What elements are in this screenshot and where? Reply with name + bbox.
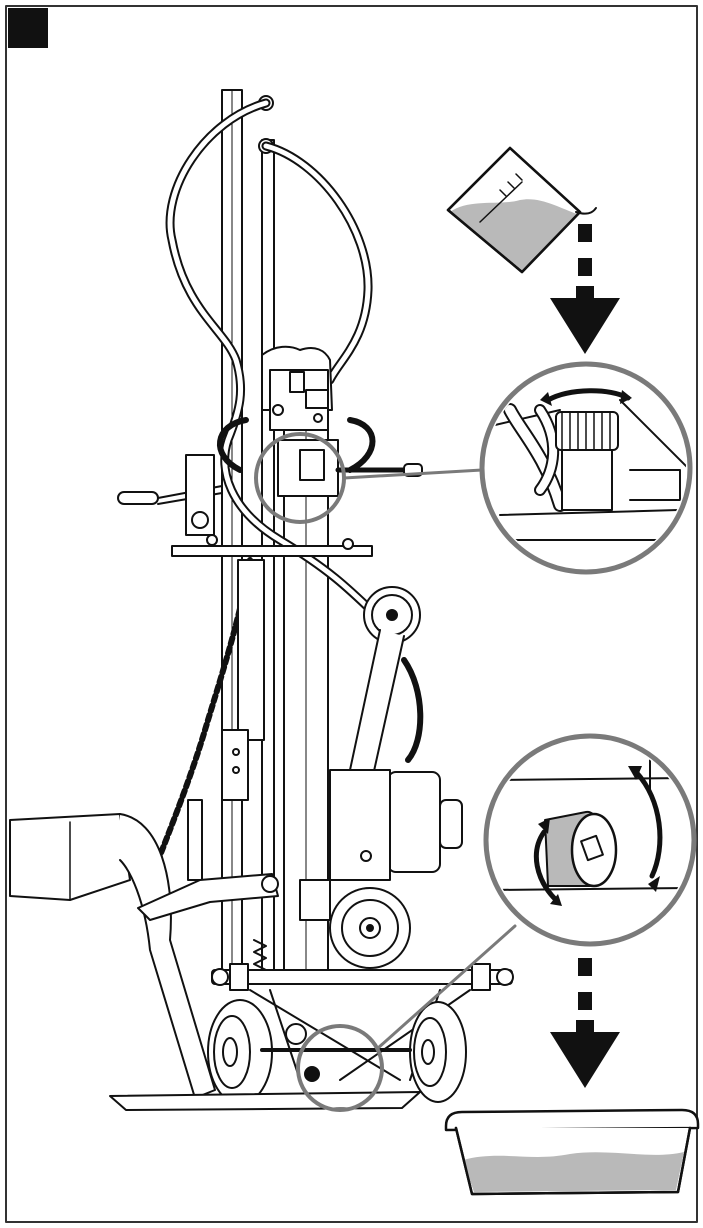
drain-leader-line	[376, 924, 517, 1050]
figure-frame	[5, 5, 698, 1223]
pour-arrow-icon	[550, 224, 620, 354]
log-splitter-machine	[9, 89, 514, 1111]
electric-motor	[387, 771, 441, 873]
oil-filler-callout	[254, 361, 693, 575]
right-wheel	[409, 1001, 467, 1103]
filler-leader-line	[342, 468, 484, 480]
filler-cap	[555, 411, 619, 451]
drain-arrow-icon	[550, 958, 620, 1088]
step-marker-square	[8, 8, 48, 48]
left-wheel	[207, 999, 273, 1105]
drain-source-ring	[296, 1024, 384, 1112]
axle-bar	[211, 969, 513, 985]
oil-beaker-icon	[446, 146, 597, 274]
drip-tray-icon	[444, 1108, 700, 1196]
base-plate	[109, 1091, 421, 1111]
drain-plug-callout	[296, 733, 697, 1112]
left-lever-handle	[117, 491, 159, 505]
